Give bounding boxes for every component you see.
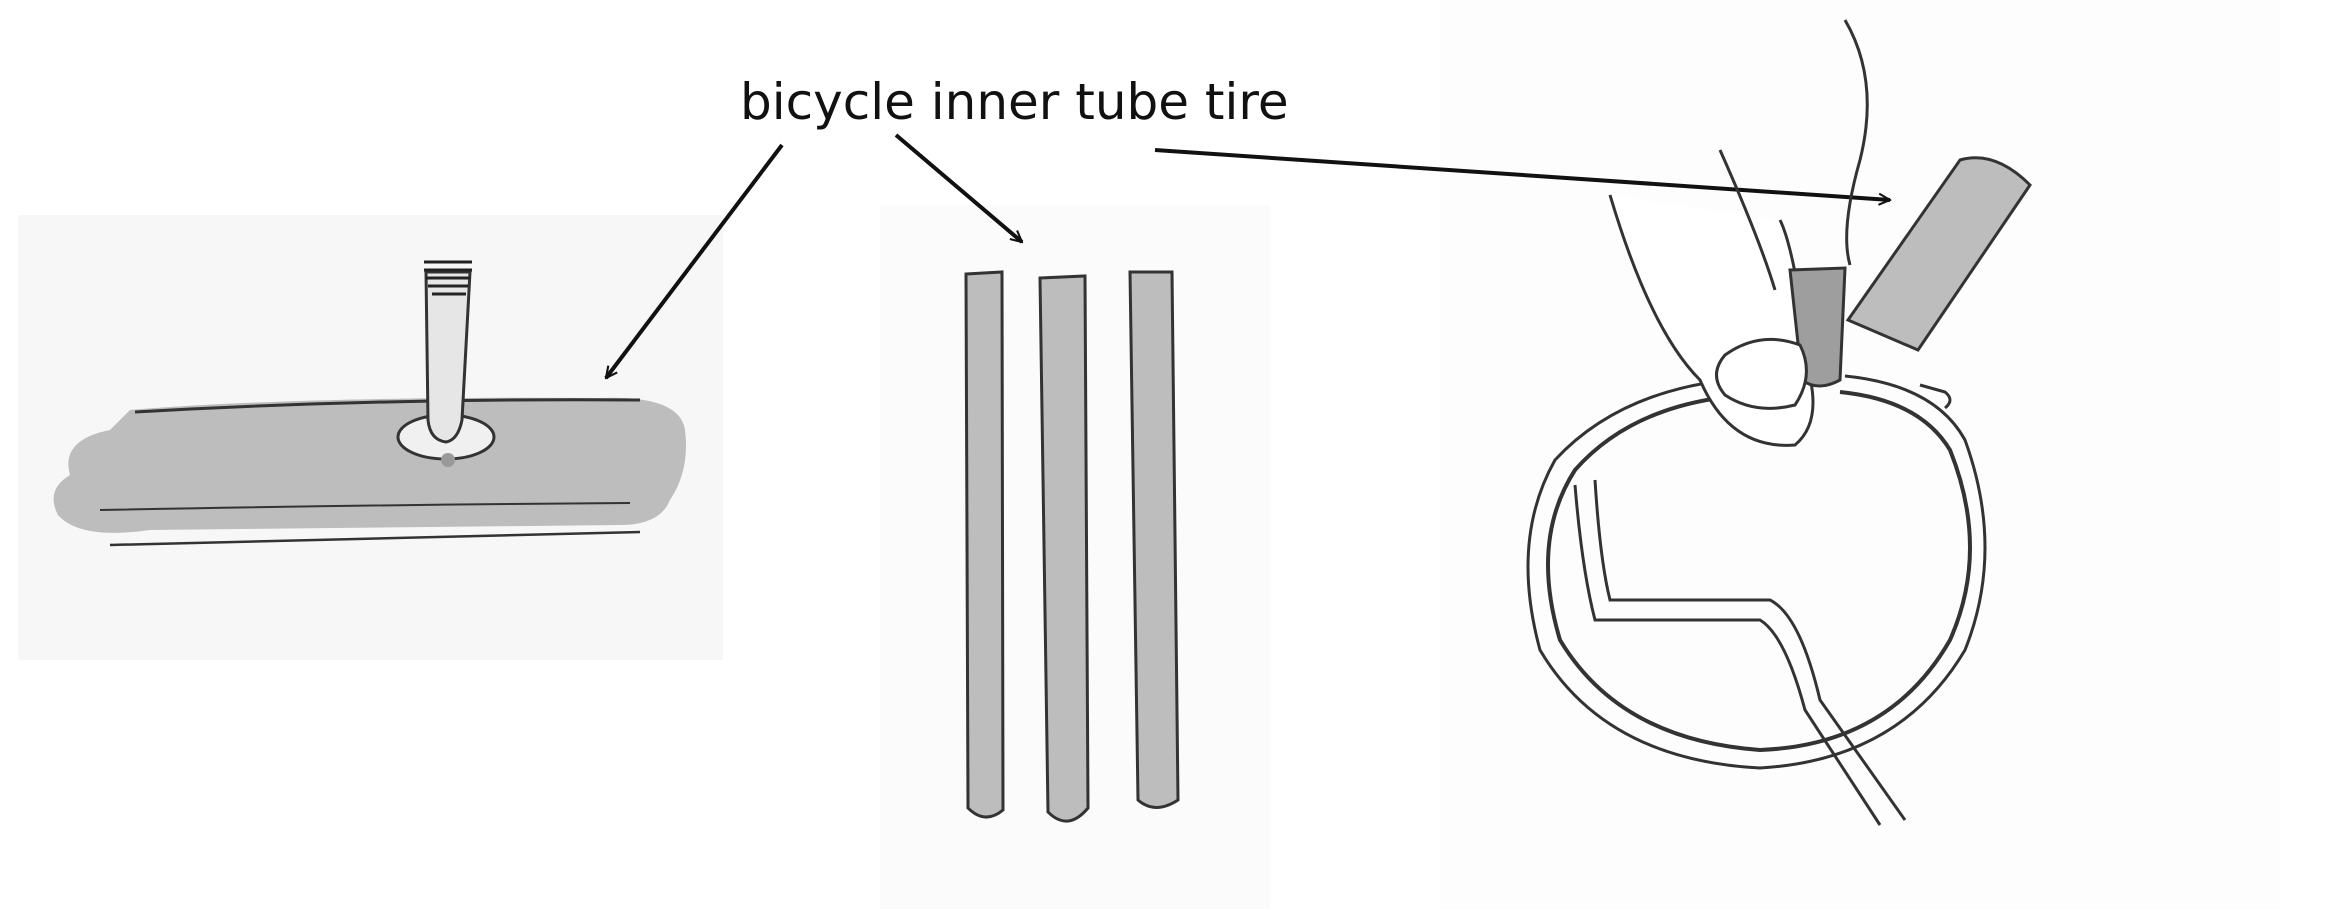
inner-tube-valve-icon: [53, 260, 687, 547]
arrow-to-strips: [894, 133, 1022, 244]
hand-wrapping-wire-icon: [1526, 19, 2032, 826]
rubber-strips-icon: [964, 270, 1180, 823]
diagram-label: bicycle inner tube tire: [740, 73, 1289, 131]
arrow-to-inflated-tube: [604, 143, 784, 378]
pointer-arrows: [604, 133, 1890, 378]
arrow-to-wrapped-strip: [1154, 148, 1890, 200]
